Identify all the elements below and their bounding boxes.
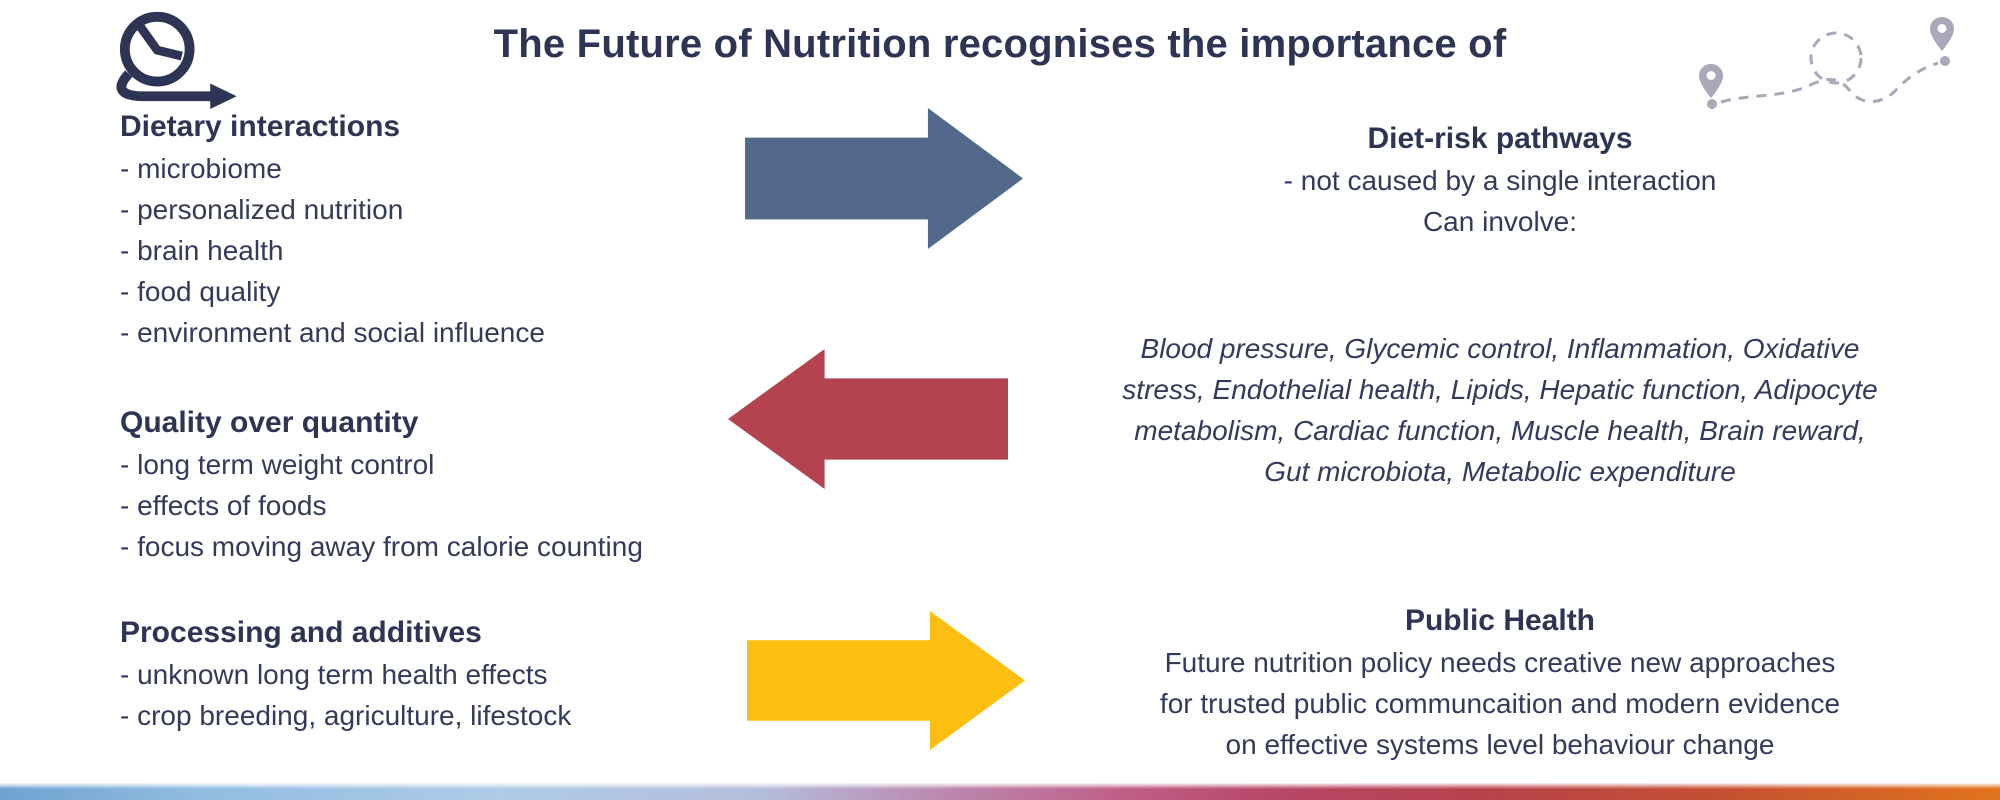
list-item: - effects of foods: [120, 490, 327, 521]
list-item: - microbiome: [120, 153, 282, 184]
list-item: - personalized nutrition: [120, 194, 404, 225]
text-line: Gut microbiota, Metabolic expenditure: [1264, 456, 1736, 487]
clock-forward-arrow-icon: [116, 11, 237, 110]
section-heading: Public Health: [1404, 604, 1596, 637]
list-item: - long term weight control: [120, 449, 435, 480]
list-item: - environment and social influence: [120, 317, 545, 348]
section-dietary-interactions: Dietary interactions - microbiome - pers…: [120, 106, 740, 353]
text-line: for trusted public communcaition and mod…: [1159, 688, 1841, 719]
text-line: stress, Endothelial health, Lipids, Hepa…: [1122, 374, 1878, 405]
section-heading: Quality over quantity: [120, 406, 419, 439]
journey-route-pins-icon: [1699, 17, 1954, 109]
list-item: - focus moving away from calorie countin…: [120, 531, 643, 562]
text-line: Blood pressure, Glycemic control, Inflam…: [1140, 333, 1860, 364]
section-processing-and-additives: Processing and additives - unknown long …: [120, 612, 740, 736]
list-item: - unknown long term health effects: [120, 659, 548, 690]
section-heading: Diet-risk pathways: [1367, 122, 1633, 155]
arrow-right-yellow-icon: [747, 611, 1025, 750]
list-item: - crop breeding, agriculture, lifestock: [120, 700, 572, 731]
text-line: metabolism, Cardiac function, Muscle hea…: [1134, 415, 1866, 446]
page-title: The Future of Nutrition recognises the i…: [493, 22, 1507, 66]
section-diet-risk-pathways: Diet-risk pathways - not caused by a sin…: [1060, 118, 1940, 242]
pin-left: [1699, 64, 1723, 109]
footer-gradient-bar: [0, 783, 2000, 800]
text-line: - not caused by a single interaction: [1283, 165, 1717, 196]
pin-right: [1930, 17, 1954, 66]
arrow-left-red-icon: [728, 349, 1008, 489]
section-public-health: Public Health Future nutrition policy ne…: [1060, 600, 1940, 765]
text-line: Can involve:: [1422, 206, 1578, 237]
section-heading: Dietary interactions: [120, 110, 401, 143]
section-heading: Processing and additives: [120, 616, 482, 649]
text-line: Future nutrition policy needs creative n…: [1164, 647, 1836, 678]
list-item: - brain health: [120, 235, 284, 266]
list-item: - food quality: [120, 276, 281, 307]
section-quality-over-quantity: Quality over quantity - long term weight…: [120, 402, 740, 567]
arrow-right-blue-icon: [745, 108, 1023, 249]
section-pathway-factors: Blood pressure, Glycemic control, Inflam…: [1060, 328, 1940, 492]
text-line: on effective systems level behaviour cha…: [1225, 729, 1775, 760]
